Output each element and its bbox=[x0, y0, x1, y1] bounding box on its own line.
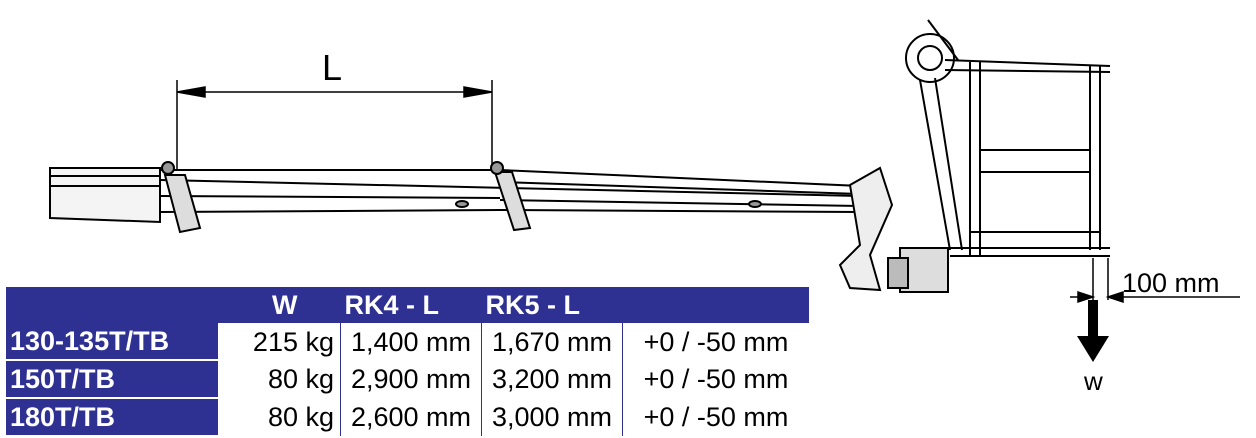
row-weight: 80 kg bbox=[218, 398, 341, 436]
row-rk4: 1,400 mm bbox=[340, 323, 482, 360]
table-header-blank-end bbox=[622, 287, 809, 323]
offset-dimension-label: 100 mm bbox=[1122, 268, 1220, 298]
row-rk4: 2,600 mm bbox=[340, 398, 482, 436]
row-rk5: 3,000 mm bbox=[481, 398, 623, 436]
row-tolerance: +0 / -50 mm bbox=[622, 360, 809, 398]
row-model: 130-135T/TB bbox=[6, 323, 218, 361]
load-arrow bbox=[1077, 300, 1109, 362]
table-header-row: W RK4 - L RK5 - L bbox=[6, 287, 809, 323]
table-header-rk5: RK5 - L bbox=[481, 287, 623, 323]
table-header-blank bbox=[6, 287, 218, 323]
offset-dimension bbox=[1070, 258, 1240, 304]
table-header-rk4: RK4 - L bbox=[340, 287, 482, 323]
row-rk4: 2,900 mm bbox=[340, 360, 482, 398]
table-header-w: W bbox=[218, 287, 341, 323]
row-tolerance: +0 / -50 mm bbox=[622, 398, 809, 436]
length-dimension-label: L bbox=[322, 47, 342, 88]
row-rk5: 1,670 mm bbox=[481, 323, 623, 360]
table-row: 150T/TB 80 kg 2,900 mm 3,200 mm +0 / -50… bbox=[6, 360, 809, 399]
row-rk5: 3,200 mm bbox=[481, 360, 623, 398]
row-model: 150T/TB bbox=[6, 360, 218, 399]
length-dimension bbox=[176, 80, 493, 170]
row-model: 180T/TB bbox=[6, 398, 218, 437]
table-row: 180T/TB 80 kg 2,600 mm 3,000 mm +0 / -50… bbox=[6, 398, 809, 437]
telescopic-boom bbox=[49, 161, 949, 293]
row-tolerance: +0 / -50 mm bbox=[622, 323, 809, 360]
load-label: w bbox=[1083, 366, 1103, 396]
row-weight: 215 kg bbox=[218, 323, 341, 360]
row-weight: 80 kg bbox=[218, 360, 341, 398]
platform-basket bbox=[905, 19, 1111, 257]
table-row: 130-135T/TB 215 kg 1,400 mm 1,670 mm +0 … bbox=[6, 323, 809, 361]
capacity-table: W RK4 - L RK5 - L 130-135T/TB 215 kg 1,4… bbox=[6, 287, 809, 437]
